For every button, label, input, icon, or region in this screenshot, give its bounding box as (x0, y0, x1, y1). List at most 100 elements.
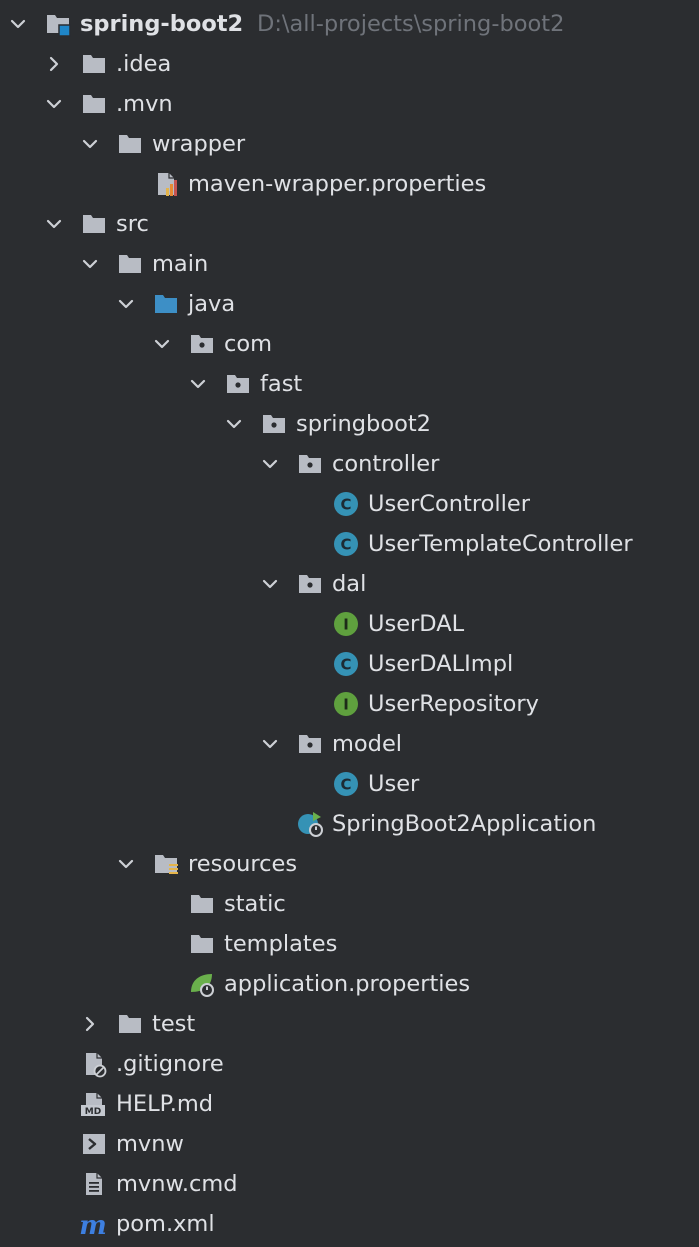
folder-icon (116, 130, 144, 158)
svg-text:MD: MD (85, 1107, 101, 1117)
tree-node-label: SpringBoot2Application (332, 811, 597, 837)
chevron-down-icon[interactable] (261, 735, 279, 753)
tree-node-userdal[interactable]: I UserDAL (0, 604, 699, 644)
tree-node-com[interactable]: com (0, 324, 699, 364)
java-class-icon: C (332, 530, 360, 558)
chevron-down-icon[interactable] (9, 15, 27, 33)
tree-node-label: .mvn (116, 91, 173, 117)
chevron-right-icon[interactable] (81, 1015, 99, 1033)
tree-node-label: UserDALImpl (368, 651, 514, 677)
maven-pom-icon: m (79, 1210, 108, 1241)
shell-script-icon (80, 1130, 108, 1158)
tree-node-label: java (188, 291, 236, 317)
tree-node-templates[interactable]: templates (0, 924, 699, 964)
package-icon (188, 330, 216, 358)
tree-node-label: springboot2 (296, 411, 431, 437)
svg-text:m: m (80, 1211, 107, 1238)
tree-node-java[interactable]: java (0, 284, 699, 324)
chevron-down-icon[interactable] (225, 415, 243, 433)
tree-node-label: HELP.md (116, 1091, 214, 1117)
tree-node-label: UserController (368, 491, 530, 517)
chevron-down-icon[interactable] (45, 215, 63, 233)
svg-text:I: I (343, 696, 349, 714)
java-class-icon: C (332, 490, 360, 518)
folder-icon (80, 210, 108, 238)
tree-node-label: application.properties (224, 971, 471, 997)
tree-node-maven-wrapper-properties[interactable]: maven-wrapper.properties (0, 164, 699, 204)
tree-node-fast[interactable]: fast (0, 364, 699, 404)
tree-node-userdalimpl[interactable]: C UserDALImpl (0, 644, 699, 684)
tree-node-label: wrapper (152, 131, 246, 157)
tree-node-label: UserRepository (368, 691, 539, 717)
tree-node-static[interactable]: static (0, 884, 699, 924)
module-folder-icon (44, 10, 72, 38)
svg-text:C: C (340, 656, 351, 674)
project-path: D:\all-projects\spring-boot2 (257, 11, 565, 37)
tree-node-label: pom.xml (116, 1211, 215, 1237)
chevron-down-icon[interactable] (117, 855, 135, 873)
tree-node-label: UserDAL (368, 611, 465, 637)
tree-node-mvnw-cmd[interactable]: mvnw.cmd (0, 1164, 699, 1204)
chevron-down-icon[interactable] (153, 335, 171, 353)
java-class-icon: C (332, 770, 360, 798)
tree-node-gitignore[interactable]: .gitignore (0, 1044, 699, 1084)
chevron-down-icon[interactable] (81, 255, 99, 273)
folder-icon (188, 890, 216, 918)
tree-node-label: templates (224, 931, 338, 957)
chevron-down-icon[interactable] (261, 575, 279, 593)
spring-boot-app-icon (296, 810, 324, 838)
tree-node-model[interactable]: model (0, 724, 699, 764)
chevron-down-icon[interactable] (117, 295, 135, 313)
tree-node-main[interactable]: main (0, 244, 699, 284)
svg-text:C: C (340, 536, 351, 554)
package-icon (296, 570, 324, 598)
folder-icon (116, 250, 144, 278)
tree-node-label: fast (260, 371, 303, 397)
svg-text:I: I (343, 616, 349, 634)
tree-node-test[interactable]: test (0, 1004, 699, 1044)
tree-node-userrepository[interactable]: I UserRepository (0, 684, 699, 724)
tree-node-label: User (368, 771, 420, 797)
tree-node-label: maven-wrapper.properties (188, 171, 487, 197)
svg-text:C: C (340, 496, 351, 514)
source-root-folder-icon (152, 290, 180, 318)
chevron-down-icon[interactable] (81, 135, 99, 153)
tree-node-label: model (332, 731, 403, 757)
folder-icon (80, 90, 108, 118)
tree-node-label: mvnw.cmd (116, 1171, 238, 1197)
chevron-down-icon[interactable] (261, 455, 279, 473)
spring-properties-icon (188, 970, 216, 998)
tree-node-application-properties[interactable]: application.properties (0, 964, 699, 1004)
chevron-right-icon[interactable] (45, 55, 63, 73)
package-icon (296, 450, 324, 478)
resources-root-folder-icon (152, 850, 180, 878)
tree-node-mvn[interactable]: .mvn (0, 84, 699, 124)
tree-node-src[interactable]: src (0, 204, 699, 244)
tree-node-user[interactable]: C User (0, 764, 699, 804)
tree-node-help-md[interactable]: MD HELP.md (0, 1084, 699, 1124)
ignore-file-icon (80, 1050, 108, 1078)
package-icon (260, 410, 288, 438)
tree-node-spring-boot2[interactable]: spring-boot2 D:\all-projects\spring-boot2 (0, 4, 699, 44)
tree-node-mvnw[interactable]: mvnw (0, 1124, 699, 1164)
tree-node-label: spring-boot2 (80, 11, 244, 37)
tree-node-label: controller (332, 451, 440, 477)
chevron-down-icon[interactable] (189, 375, 207, 393)
folder-icon (80, 50, 108, 78)
tree-node-label: static (224, 891, 286, 917)
chevron-down-icon[interactable] (45, 95, 63, 113)
tree-node-controller[interactable]: controller (0, 444, 699, 484)
svg-text:C: C (340, 776, 351, 794)
tree-node-dal[interactable]: dal (0, 564, 699, 604)
tree-node-resources[interactable]: resources (0, 844, 699, 884)
tree-node-springboot2[interactable]: springboot2 (0, 404, 699, 444)
tree-node-label: src (116, 211, 149, 237)
tree-node-label: resources (188, 851, 298, 877)
tree-node-wrapper[interactable]: wrapper (0, 124, 699, 164)
tree-node-springboot2application[interactable]: SpringBoot2Application (0, 804, 699, 844)
tree-node-usercontroller[interactable]: C UserController (0, 484, 699, 524)
tree-node-pom-xml[interactable]: m pom.xml (0, 1204, 699, 1244)
tree-node-idea[interactable]: .idea (0, 44, 699, 84)
